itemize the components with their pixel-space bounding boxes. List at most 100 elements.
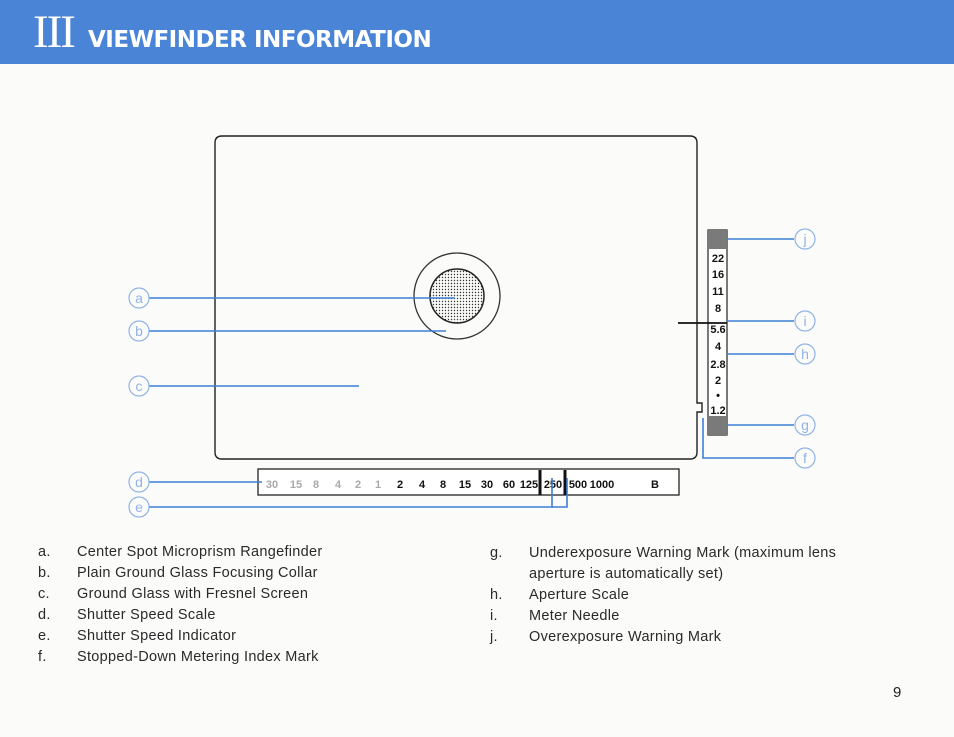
shutter-value-faded: 4 [335,479,342,491]
legend-letter: b. [38,565,51,581]
shutter-value: 125 [520,479,538,491]
legend-text: Aperture Scale [529,587,630,603]
callout-label: e [135,499,143,515]
legend-item-c: c. Ground Glass with Fresnel Screen [38,584,378,605]
shutter-value-faded: 1 [375,479,381,491]
chapter-number: III [33,6,76,58]
aperture-value: 8 [715,303,721,315]
legend-letter: g. [490,545,503,561]
legend-left: a. Center Spot Microprism Rangefinder b.… [38,542,378,668]
shutter-value: 1000 [590,479,614,491]
shutter-value: 4 [419,479,426,491]
legend-letter: j. [490,629,498,645]
underexposure-warning-mark [708,416,727,435]
callout-markers: a b c de f g h i j [128,228,816,518]
legend-right: g. Underexposure Warning Mark (maximum l… [490,543,890,648]
legend-text: Meter Needle [529,608,620,624]
legend-item-g: g. Underexposure Warning Mark (maximum l… [490,543,890,585]
callout-d: d [128,471,150,493]
callout-circle [794,414,816,436]
aperture-value: 1.2 [710,405,725,417]
callout-b: b [128,320,150,342]
legend-letter: f. [38,649,47,665]
legend-item-d: d. Shutter Speed Scale [38,605,378,626]
chapter-header: III VIEWFINDER INFORMATION [0,0,954,64]
callout-g: g [794,414,816,436]
leader-e-right [552,478,568,508]
viewfinder-frame [214,135,703,460]
aperture-value: 4 [715,341,722,353]
aperture-value: 11 [712,286,724,298]
callout-label: c [136,378,143,394]
callout-circle [794,310,816,332]
shutter-value: 60 [503,479,515,491]
shutter-value: 500 [569,479,587,491]
callout-circle [794,343,816,365]
legend-text: Underexposure Warning Mark (maximum lens… [529,545,837,582]
legend-item-b: b. Plain Ground Glass Focusing Collar [38,563,378,584]
aperture-value: 16 [712,269,724,281]
legend-letter: a. [38,544,51,560]
callout-circle [128,287,150,309]
callout-label: h [801,346,809,362]
legend-item-h: h. Aperture Scale [490,585,890,606]
legend-item-e: e. Shutter Speed Indicator [38,626,378,647]
legend-letter: h. [490,587,503,603]
legend-item-j: j. Overexposure Warning Mark [490,627,890,648]
callout-label: b [135,323,143,339]
aperture-value: 5.6 [710,324,725,336]
callout-h: h [794,343,816,365]
legend-letter: d. [38,607,51,623]
shutter-value-bulb: B [651,479,659,491]
shutter-value-faded: 8 [313,479,319,491]
callout-circle [128,471,150,493]
legend-letter: c. [38,586,50,602]
legend-letter: i. [490,608,498,624]
legend-text: Ground Glass with Fresnel Screen [77,586,309,602]
legend-text: Overexposure Warning Mark [529,629,722,645]
shutter-value: 15 [459,479,471,491]
shutter-value: 8 [440,479,446,491]
callout-c: c [128,375,150,397]
callout-circle [794,447,816,469]
callout-label: d [135,474,143,490]
leader-f [702,418,794,459]
shutter-value-faded: 30 [266,479,278,491]
legend-text: Shutter Speed Indicator [77,628,237,644]
aperture-value: 2 [715,375,721,387]
page-number: 9 [893,684,902,701]
aperture-value: • [716,390,720,402]
callout-f: f [794,447,816,469]
legend-text: Shutter Speed Scale [77,607,216,623]
page-title: VIEWFINDER INFORMATION [88,27,432,53]
legend-letter: e. [38,628,51,644]
callout-label: g [801,417,809,433]
callout-label: f [803,450,807,466]
callout-label: a [135,290,143,306]
legend-item-i: i. Meter Needle [490,606,890,627]
legend-item-a: a. Center Spot Microprism Rangefinder [38,542,378,563]
callout-i: i [794,310,816,332]
shutter-value: 2 [397,479,403,491]
callout-label: j [802,231,806,247]
overexposure-warning-mark [708,230,727,249]
callout-circle [794,228,816,250]
callout-a: a [128,287,150,309]
shutter-value: 250 [544,479,562,491]
legend-text: Plain Ground Glass Focusing Collar [77,565,318,581]
callout-circle [128,320,150,342]
shutter-value-faded: 15 [290,479,302,491]
callout-label: i [803,313,806,329]
callout-circle [128,496,150,518]
legend-text: Center Spot Microprism Rangefinder [77,544,323,560]
callout-circle [128,375,150,397]
shutter-value: 30 [481,479,493,491]
callout-e: e [128,496,150,518]
shutter-value-faded: 2 [355,479,361,491]
aperture-value: 2.8 [710,359,725,371]
legend-text: Stopped-Down Metering Index Mark [77,649,319,665]
legend-item-f: f. Stopped-Down Metering Index Mark [38,647,378,668]
